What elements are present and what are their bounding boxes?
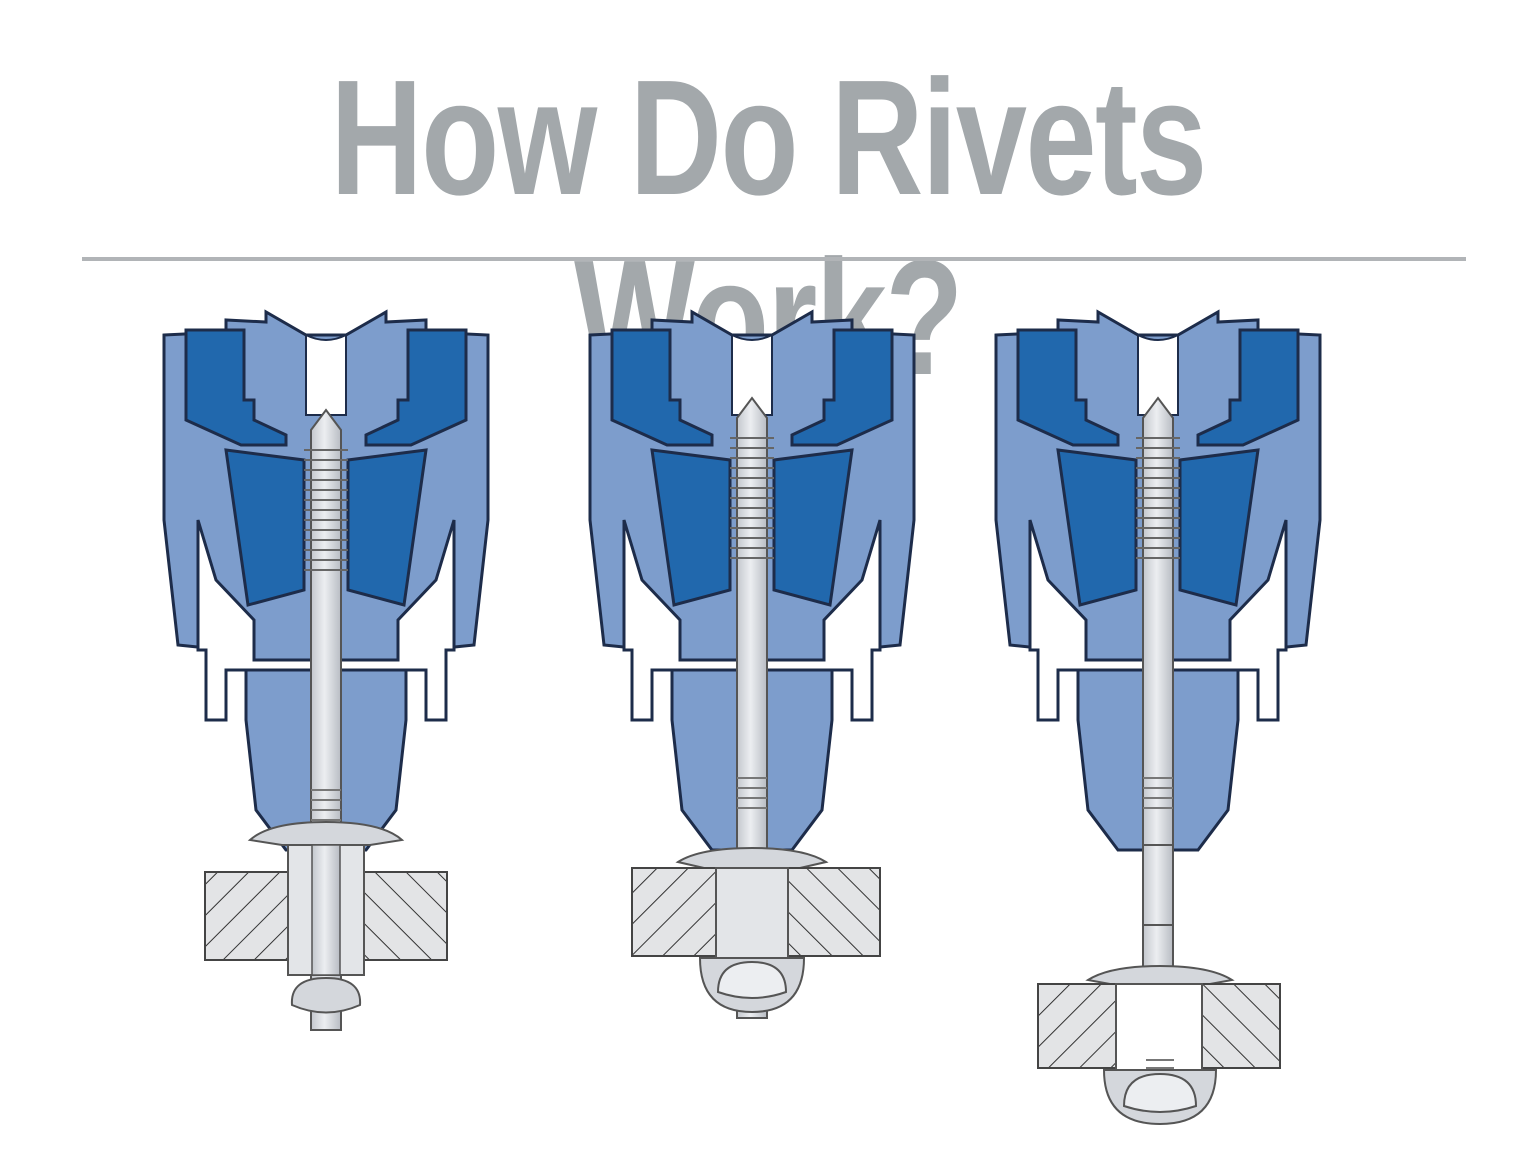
workpiece-left <box>204 871 291 961</box>
workpiece-right <box>785 867 881 957</box>
stage-1-diagram <box>162 310 490 1031</box>
stage-3-diagram <box>994 310 1322 1126</box>
title-divider <box>82 257 1466 261</box>
workpiece-left <box>631 867 719 957</box>
workpiece-right <box>361 871 448 961</box>
workpiece-right <box>1199 983 1281 1069</box>
workpiece-left <box>1037 983 1117 1069</box>
stage-2-diagram <box>588 310 916 1019</box>
